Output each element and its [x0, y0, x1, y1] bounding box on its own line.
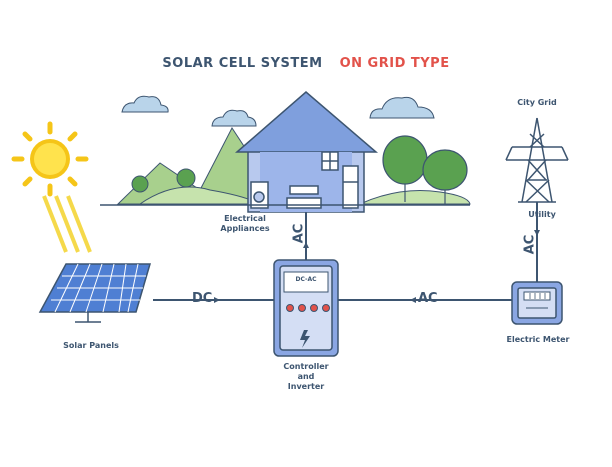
- label-controller-line2: and: [297, 372, 315, 381]
- label-controller: Controller and Inverter: [270, 362, 342, 392]
- label-utility: Utility: [528, 210, 556, 219]
- label-controller-line3: Inverter: [287, 382, 325, 391]
- label-appliances-line2: Appliances: [220, 224, 270, 233]
- tower-icon: [505, 117, 569, 203]
- cloud-right: [369, 96, 435, 119]
- title-part-2: ON GRID TYPE: [339, 56, 450, 71]
- cloud-left: [121, 95, 169, 113]
- cloud-middle: [211, 109, 257, 127]
- sun-icon: [11, 121, 89, 197]
- inverter-icon: [273, 259, 339, 357]
- electric-meter-icon: [511, 281, 563, 325]
- flow-label-dc: DC: [192, 291, 213, 306]
- house-icon: [234, 91, 379, 213]
- sunbeams: [42, 195, 92, 253]
- label-electric-meter: Electric Meter: [506, 335, 570, 344]
- flow-label-ac-house: AC: [291, 223, 307, 244]
- title-part-1: SOLAR CELL SYSTEM: [162, 56, 323, 71]
- label-appliances: Electrical Appliances: [205, 214, 285, 234]
- label-controller-line1: Controller: [283, 362, 329, 371]
- flow-label-ac-meter: AC: [418, 291, 438, 306]
- inverter-display-text: DC-AC: [295, 276, 317, 283]
- hills: [116, 127, 471, 205]
- label-city-grid: City Grid: [517, 98, 557, 107]
- flow-label-ac-grid: AC: [522, 234, 538, 255]
- trees-right: [382, 135, 468, 204]
- flow-arrows: [214, 230, 540, 303]
- label-solar-panels: Solar Panels: [63, 341, 119, 350]
- solar-panel-icon: [38, 263, 151, 323]
- page-title: SOLAR CELL SYSTEM ON GRID TYPE: [0, 56, 612, 71]
- label-appliances-line1: Electrical: [224, 214, 266, 223]
- trees-small: [131, 168, 196, 193]
